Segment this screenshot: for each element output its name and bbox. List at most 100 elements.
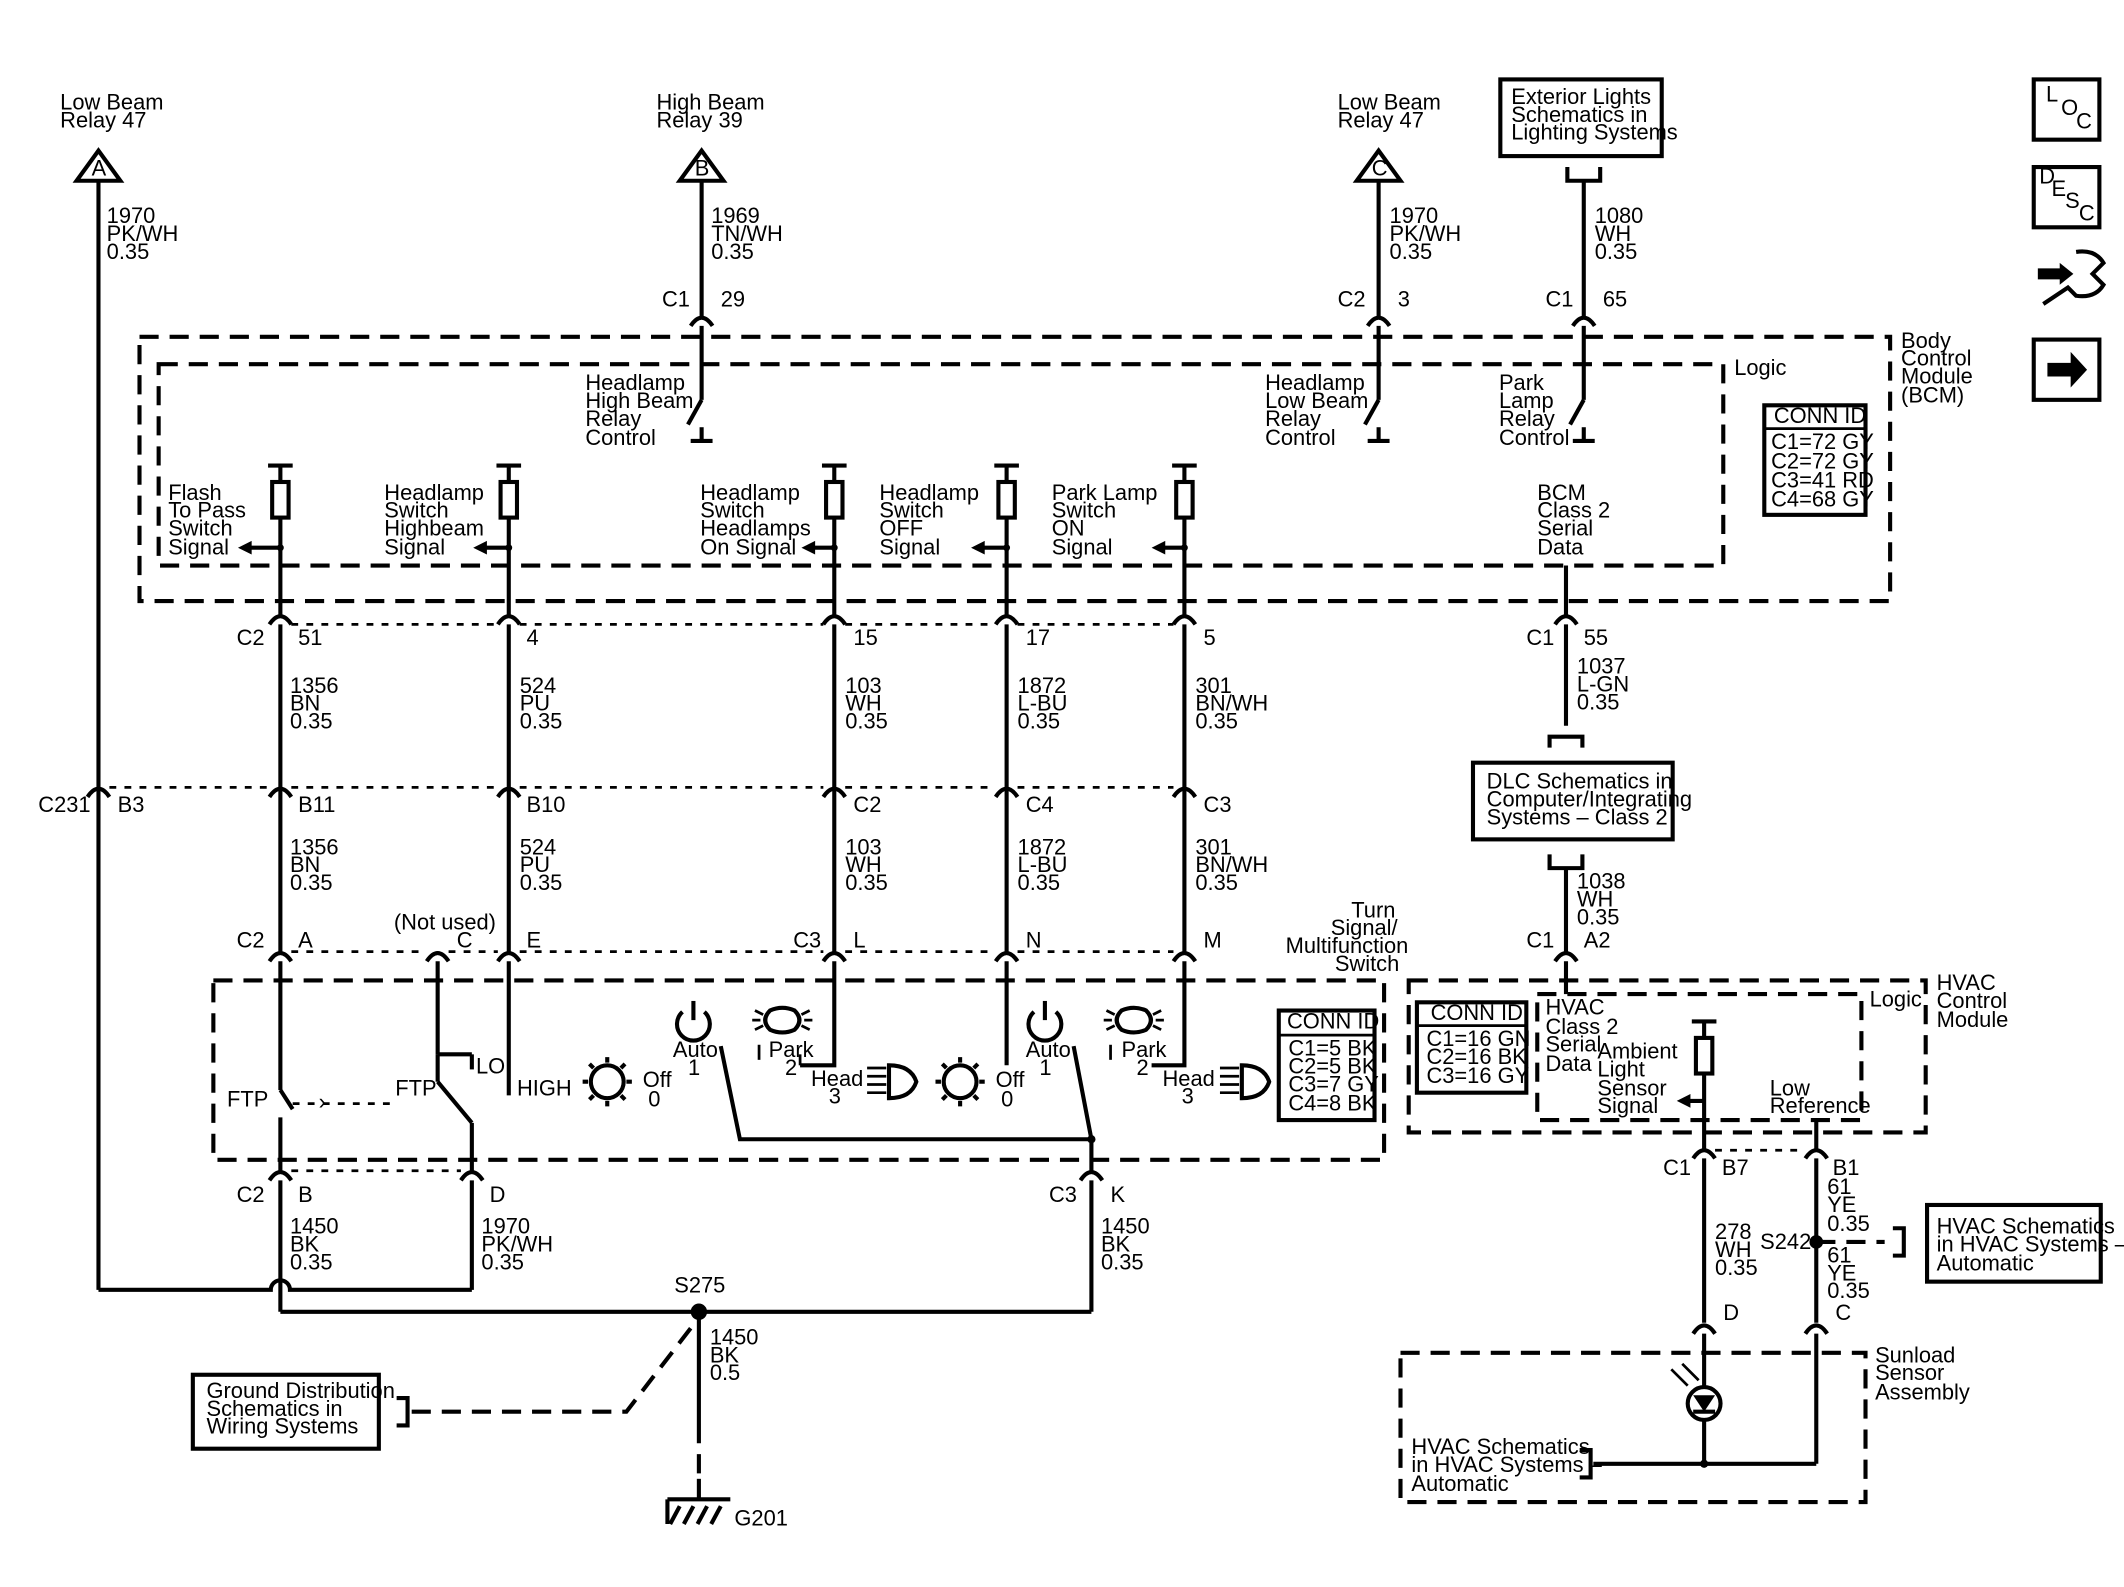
wk-num: 1450 [1101, 1214, 1150, 1239]
bcm-signal-flash: Flash To Pass Switch Signal [168, 463, 293, 617]
loc-button-frame[interactable] [2031, 77, 2102, 142]
loc-o: O [2061, 95, 2078, 120]
w55-num: 1037 [1577, 654, 1626, 679]
park-on-3: ON [1052, 515, 1085, 540]
head-label-2: Head [1163, 1066, 1215, 1091]
headlamp-icon-1 [867, 1063, 919, 1101]
mfs-pin-l: L [853, 928, 865, 953]
c231-pin-c2: C2 [853, 792, 881, 817]
low-ref-1: Low [1770, 1075, 1810, 1100]
pin-55: 55 [1584, 625, 1608, 650]
wb-color: BK [290, 1232, 320, 1257]
ground-wire-color: BK [710, 1342, 740, 1367]
headlamps-on-resistor [824, 479, 845, 520]
dlc-box[interactable] [1470, 760, 1675, 842]
relay-b-wire: 1969 [711, 203, 760, 228]
wk-color: BK [1101, 1232, 1131, 1257]
dlc-reference[interactable]: DLC Schematics in Computer/Integrating S… [1470, 760, 1692, 963]
hvac-module-3: Module [1937, 1007, 2009, 1032]
conn-mark-15 [821, 614, 847, 626]
exterior-lights-bracket [1565, 167, 1603, 183]
exterior-lights-text-2: Schematics in [1511, 102, 1647, 127]
sensor-pin-c: C [1835, 1300, 1851, 1325]
relay-b-wire-gauge: 0.35 [711, 239, 754, 264]
relay-c-conn: C2 [1338, 287, 1366, 312]
c231-mark-b3 [85, 786, 112, 799]
bcm-c2-label: C2 [237, 625, 265, 650]
exterior-lights-reference[interactable]: Exterior Lights Schematics in Lighting S… [1498, 77, 1678, 312]
bcm-module-1: Body [1901, 328, 1951, 353]
park-control-3: Relay [1499, 406, 1555, 431]
off-resistor [996, 479, 1017, 520]
mfs-conn-3: C3=7 GY [1288, 1071, 1379, 1096]
bcm-class2-data: BCM Class 2 Serial Data [1537, 480, 1610, 617]
ground-circuit: S275 1450 BK 0.5 G201 Ground Distributio… [98, 1273, 1092, 1530]
next-button[interactable] [2031, 337, 2102, 402]
conn-mark-17 [993, 614, 1020, 626]
hb-control-4: Control [585, 425, 655, 450]
light-rays-icon [1670, 1362, 1700, 1387]
connector-wrench-icon[interactable] [2037, 249, 2107, 306]
relay-c-wire-color: PK/WH [1390, 221, 1462, 246]
hb-control-1: Headlamp [585, 370, 685, 395]
relay-b-name: High Beam [656, 90, 764, 115]
c231-pin-b10: B10 [527, 792, 566, 817]
mfs-mark-e [496, 951, 522, 963]
mfs-conn-4: C4=8 BK [1288, 1090, 1377, 1115]
bcm-signal-off: Headlamp Switch OFF Signal [879, 463, 1019, 617]
hvac-conn-id-title: CONN ID [1431, 1000, 1523, 1025]
headlamp-icon-2 [1219, 1063, 1272, 1101]
hvac-ref-box[interactable] [1925, 1202, 2103, 1284]
relay-b-pin: 29 [721, 287, 745, 312]
bcm-module-2: Control [1901, 346, 1971, 371]
highbeam-resistor [498, 479, 520, 520]
w278-gauge: 0.35 [1715, 1255, 1758, 1280]
c231-w5-num: 301 [1195, 834, 1231, 859]
ambient-3: Sensor [1597, 1075, 1666, 1100]
desc-button[interactable]: D E S C [2031, 163, 2102, 230]
desc-button-frame[interactable] [2031, 164, 2102, 230]
loc-c: C [2076, 109, 2092, 134]
hb-control-3: Relay [585, 406, 641, 431]
hvac-conn-3: C3=16 GY [1426, 1063, 1529, 1088]
ambient-resistor [1693, 1035, 1715, 1076]
mfs-mark-a [267, 951, 294, 963]
park-on-4: Signal [1052, 535, 1113, 560]
exterior-lights-box[interactable] [1498, 77, 1664, 159]
flash-4: Signal [168, 535, 229, 560]
dlc-conn: C1 [1526, 928, 1554, 953]
w5-num: 301 [1195, 673, 1231, 698]
hvac-ref-1: HVAC Schematics [1937, 1214, 2115, 1239]
park-on-1: Park Lamp [1052, 480, 1158, 505]
wd-num: 1970 [481, 1214, 530, 1239]
ambient-4: Signal [1597, 1093, 1658, 1118]
hvac-conn-1: C1=16 GN [1426, 1026, 1530, 1051]
dlc-text-3: Systems – Class 2 [1487, 804, 1668, 829]
park-control-4: Control [1499, 425, 1569, 450]
mfs-c2-bottom: C2 [237, 1182, 265, 1207]
park-num-1: 2 [785, 1055, 797, 1080]
class2-1: BCM [1537, 480, 1586, 505]
wd-color: PK/WH [481, 1232, 553, 1257]
auto-common-node [1087, 1135, 1096, 1144]
highbeam-arrow [473, 540, 487, 555]
pin-5: 5 [1204, 625, 1216, 650]
off-4: Signal [879, 535, 940, 560]
mfs-c3-top: C3 [793, 928, 821, 953]
bcm-conn-1: C1=72 GY [1771, 429, 1874, 454]
bcm-c1-label: C1 [1526, 625, 1554, 650]
loc-button[interactable]: L O C [2031, 77, 2102, 142]
lb-switch-blade [1363, 398, 1381, 426]
lb-control-4: Control [1265, 425, 1335, 450]
w17-color: L-BU [1018, 691, 1068, 716]
hvac-b1: B1 [1833, 1155, 1860, 1180]
highbeam-node [505, 544, 513, 552]
mfs-mark-n [993, 951, 1020, 963]
lb-control-3: Relay [1265, 406, 1321, 431]
park-control-2: Lamp [1499, 388, 1554, 413]
exterior-conn: C1 [1545, 287, 1573, 312]
multifunction-switch: Turn Signal/ Multifunction Switch (Not u… [211, 897, 1408, 1312]
ground-distribution-box[interactable] [190, 1372, 381, 1451]
class2-3: Serial [1537, 515, 1593, 540]
auto-power-icon-1 [674, 1000, 712, 1043]
